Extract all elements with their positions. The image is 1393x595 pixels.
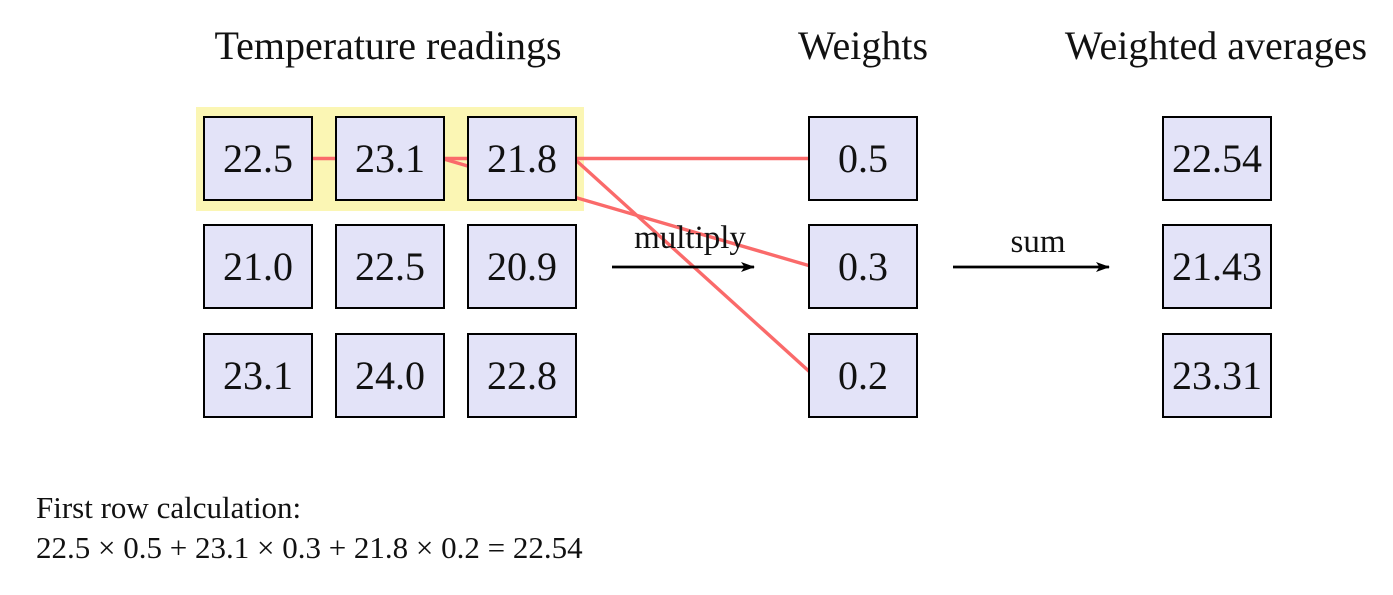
- average-cell-1: 21.43: [1162, 224, 1272, 309]
- average-cell-0: 22.54: [1162, 116, 1272, 201]
- title-weighted-averages: Weighted averages: [1064, 23, 1368, 68]
- sum-arrow-label: sum: [1010, 224, 1066, 260]
- temp-cell-r1c0: 21.0: [203, 224, 313, 309]
- first-row-calculation: First row calculation: 22.5 × 0.5 + 23.1…: [36, 488, 583, 568]
- temp-cell-r0c2: 21.8: [467, 116, 577, 201]
- temp-cell-r2c2: 22.8: [467, 333, 577, 418]
- temp-cell-r1c1: 22.5: [335, 224, 445, 309]
- weight-cell-0: 0.5: [808, 116, 918, 201]
- calculation-formula: 22.5 × 0.5 + 23.1 × 0.3 + 21.8 × 0.2 = 2…: [36, 530, 583, 565]
- multiply-arrow-label: multiply: [634, 220, 746, 256]
- average-cell-2: 23.31: [1162, 333, 1272, 418]
- weight-cell-1: 0.3: [808, 224, 918, 309]
- temp-cell-r0c0: 22.5: [203, 116, 313, 201]
- temp-cell-r1c2: 20.9: [467, 224, 577, 309]
- temp-cell-r0c1: 23.1: [335, 116, 445, 201]
- title-temperature-readings: Temperature readings: [214, 23, 562, 68]
- temp-cell-r2c0: 23.1: [203, 333, 313, 418]
- weight-cell-2: 0.2: [808, 333, 918, 418]
- temp-cell-r2c1: 24.0: [335, 333, 445, 418]
- title-weights: Weights: [797, 23, 929, 68]
- calculation-caption: First row calculation:: [36, 490, 302, 525]
